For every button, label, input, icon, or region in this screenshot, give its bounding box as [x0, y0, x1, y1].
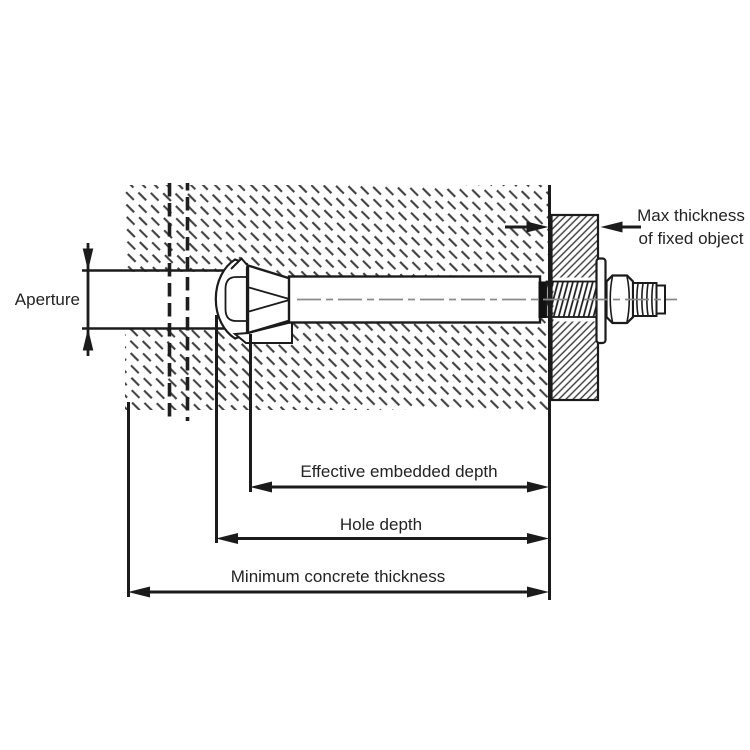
- hole-depth-dimension: Hole depth: [215, 315, 549, 544]
- arrow-head-right: [527, 533, 549, 544]
- arrow-head-left: [600, 221, 623, 233]
- anchor-bolt: [214, 257, 677, 345]
- max-thickness-label-line1: Max thickness: [637, 206, 745, 225]
- hex-nut: [605, 274, 635, 325]
- arrow-head-right: [527, 481, 549, 493]
- arrow-head-left: [128, 586, 150, 598]
- drill-hole-edges: [82, 269, 233, 330]
- max-thickness-dimension: Max thickness of fixed object: [505, 206, 745, 248]
- max-thickness-label-line2: of fixed object: [639, 229, 744, 248]
- min-concrete-thickness-dimension: Minimum concrete thickness: [127, 402, 549, 598]
- arrow-head-right: [526, 221, 549, 233]
- nut-flat-left: [609, 276, 614, 323]
- effective-embedded-depth-dimension: Effective embedded depth: [249, 334, 549, 493]
- nose-inner-cap: [224, 276, 248, 322]
- washer: [595, 257, 607, 345]
- arrow-head-down: [82, 248, 94, 271]
- cone-taper-line-bottom: [248, 298, 292, 313]
- arrow-head-up: [82, 328, 94, 351]
- clip-tab-top: [230, 257, 249, 270]
- arrow-head-left: [216, 533, 238, 544]
- expansion-cone: [246, 264, 292, 335]
- aperture-label: Aperture: [15, 290, 80, 309]
- cone-taper-line-top: [248, 286, 292, 301]
- arrow-head-left: [250, 481, 272, 493]
- effective-depth-label: Effective embedded depth: [300, 462, 497, 481]
- min-concrete-label: Minimum concrete thickness: [231, 567, 445, 586]
- aperture-dimension: Aperture: [15, 243, 94, 356]
- hole-depth-label: Hole depth: [340, 515, 422, 534]
- sleeve-end-ring: [538, 281, 547, 318]
- arrow-head-right: [527, 586, 549, 598]
- concrete-boundary-dashed-lines: [167, 183, 190, 421]
- expansion-shield-nose: [214, 258, 249, 340]
